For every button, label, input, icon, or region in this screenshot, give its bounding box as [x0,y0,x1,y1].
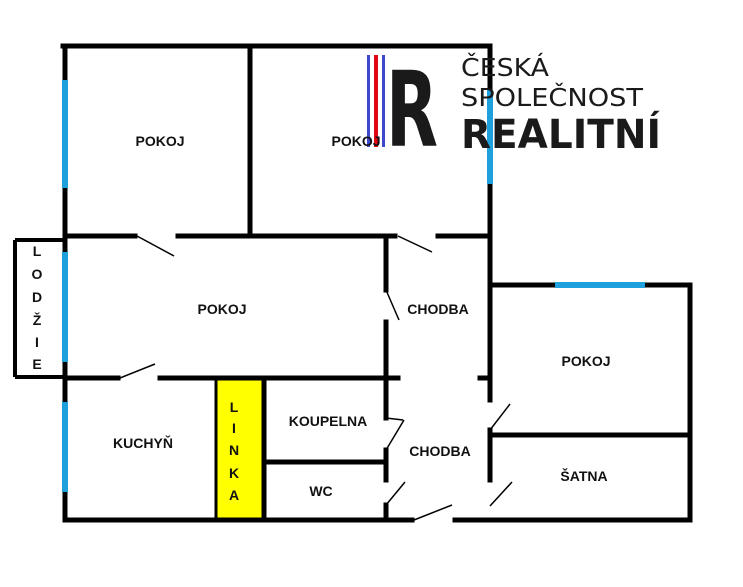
logo-stripe-red [374,55,378,147]
room-label-pokoj-middle: POKOJ [197,301,246,317]
company-logo: R ČESKÁ SPOLEČNOST REALITNÍ [367,49,661,171]
loggia [13,238,65,379]
room-label-satna: ŠATNA [560,467,607,484]
room-label-pokoj-top-left: POKOJ [135,133,184,149]
lodzie-letter: D [32,289,42,305]
windows [62,80,645,492]
lodzie-vertical-label: L O D Ž I E [32,243,43,372]
lodzie-letter: E [32,356,41,372]
room-label-pokoj-top-right: POKOJ [331,133,380,149]
room-label-pokoj-right: POKOJ [561,353,610,369]
lodzie-letter: Ž [33,311,42,328]
lodzie-letter: I [35,334,39,350]
room-label-chodba-lower: CHODBA [409,443,470,459]
logo-line-ceska: ČESKÁ [461,52,549,82]
room-label-kuchyn: KUCHYŇ [113,434,173,451]
logo-stripe-blue-left [367,55,370,147]
linka-letter: N [229,442,239,458]
linka-letter: L [230,399,239,415]
lodzie-letter: L [33,243,42,259]
linka-letter: A [229,487,239,503]
logo-line-realitni: REALITNÍ [461,110,661,158]
room-label-wc: WC [309,483,332,499]
doors [119,235,513,521]
lodzie-letter: O [32,266,43,282]
linka-letter: K [229,465,239,481]
room-label-chodba-upper: CHODBA [407,301,468,317]
linka-vertical-label: L I N K A [229,399,239,503]
linka-letter: I [232,420,236,436]
room-label-koupelna: KOUPELNA [289,413,368,429]
logo-stripe-blue-right [382,55,385,147]
logo-mark: R [386,49,438,171]
kitchen-counter-linka [214,376,266,522]
logo-line-spolecnost: SPOLEČNOST [461,82,644,112]
